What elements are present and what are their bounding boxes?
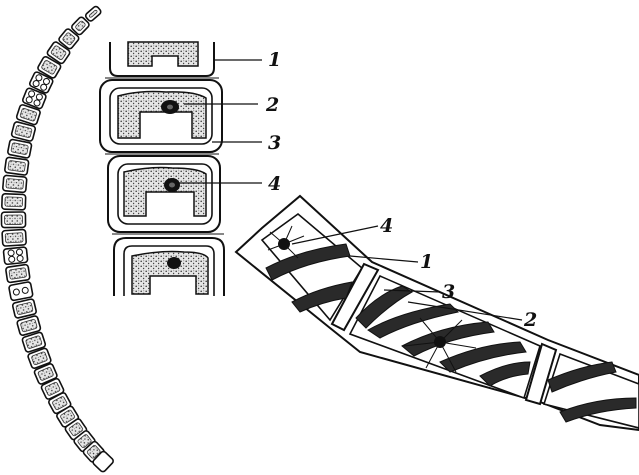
label-spirogyra-2: 2 <box>523 309 537 331</box>
filament-cell <box>71 16 90 36</box>
filament-cell <box>5 263 31 284</box>
filament-cell <box>27 347 52 370</box>
enlarged-filament-spirogyra <box>234 194 639 432</box>
filament-cell <box>46 41 71 65</box>
label-spirogyra-3: 3 <box>442 281 455 303</box>
filament-cell <box>8 281 34 302</box>
leader-lines <box>178 59 523 321</box>
filament-cell <box>21 331 47 353</box>
filament-overview <box>0 5 114 473</box>
filament-cell <box>33 363 58 385</box>
label-ulothrix-2: 2 <box>265 94 279 116</box>
filament-cell <box>0 211 27 229</box>
nucleus-cell-2 <box>403 317 477 373</box>
filament-cell <box>92 450 114 473</box>
filament-cell <box>7 138 33 159</box>
label-spirogyra-4: 4 <box>380 215 393 237</box>
filament-cell <box>4 156 30 176</box>
filament-cell <box>15 104 41 126</box>
label-ulothrix-3: 3 <box>268 132 281 154</box>
enlarged-filament-ulothrix <box>99 41 225 296</box>
filament-cell <box>37 55 62 79</box>
nucleus-cell-1 <box>267 225 305 259</box>
label-spirogyra-1: 1 <box>420 251 433 273</box>
filament-cell <box>2 246 29 266</box>
filament-cell <box>28 71 54 94</box>
labels: 1 2 3 4 4 1 3 2 <box>265 49 537 331</box>
filament-cell <box>1 228 27 247</box>
label-ulothrix-4: 4 <box>268 173 281 195</box>
filament-cell <box>11 298 37 319</box>
filament-cell <box>1 192 27 211</box>
filament-cell <box>84 5 102 22</box>
filament-cell <box>21 87 47 110</box>
filament-cell <box>2 174 28 194</box>
filament-cell <box>58 28 80 50</box>
label-ulothrix-1: 1 <box>268 49 281 71</box>
filament-cell <box>10 121 37 142</box>
filament-cell <box>16 315 42 336</box>
